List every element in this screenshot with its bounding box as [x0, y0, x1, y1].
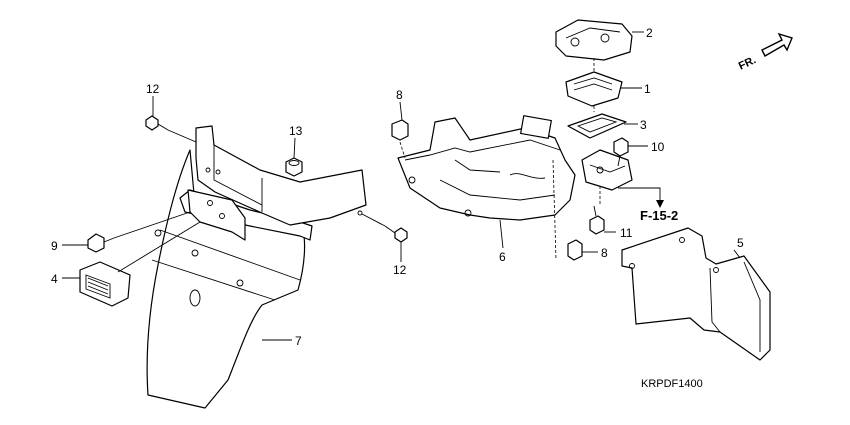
callout-7: 7 [295, 334, 302, 348]
cover-2 [555, 19, 633, 61]
bracket-plate-5 [621, 227, 771, 361]
callout-8-upper: 8 [396, 88, 403, 102]
front-label: FR. [737, 54, 758, 72]
element-1 [565, 71, 623, 107]
callout-3: 3 [640, 118, 647, 132]
callout-2: 2 [646, 26, 653, 40]
callout-11: 11 [620, 226, 633, 240]
callout-9: 9 [51, 239, 58, 253]
assembly-line [399, 141, 406, 159]
callout-1: 1 [644, 82, 651, 96]
leader-line [399, 101, 403, 121]
callout-8-lower: 8 [601, 246, 608, 260]
front-direction-arrow [761, 32, 793, 57]
screw-12-lower [384, 225, 408, 243]
leader-line [113, 211, 191, 239]
diagram-code: KRPDF1400 [641, 378, 703, 390]
screw-12-upper [145, 115, 169, 131]
clip-8-lower [567, 239, 583, 261]
callout-12-lower: 12 [393, 263, 407, 277]
callout-12-upper: 12 [146, 82, 160, 96]
reference-arrowhead [656, 200, 664, 208]
battery-tray [397, 115, 576, 221]
gasket-3 [567, 113, 627, 139]
callout-5: 5 [737, 236, 744, 250]
bolt-10 [613, 137, 629, 167]
leader-line [293, 137, 296, 159]
leader-line [167, 129, 197, 143]
bolt-9 [87, 233, 115, 253]
leader-line [499, 219, 504, 249]
assembly-line [552, 159, 557, 261]
callout-4: 4 [51, 272, 58, 286]
reference-line [618, 187, 661, 204]
nut-13 [285, 157, 303, 177]
rear-fender [146, 125, 367, 409]
callout-6: 6 [499, 250, 506, 264]
leader-line [733, 249, 741, 259]
relay-box [581, 149, 633, 191]
leader-line [117, 221, 201, 273]
reference-f-15-2: F-15-2 [640, 208, 678, 223]
screw-11 [589, 205, 605, 235]
callout-10: 10 [651, 140, 665, 154]
leader-line [361, 213, 386, 227]
callout-13: 13 [289, 124, 303, 138]
reflector [79, 261, 131, 307]
clip-8-upper [391, 119, 409, 141]
